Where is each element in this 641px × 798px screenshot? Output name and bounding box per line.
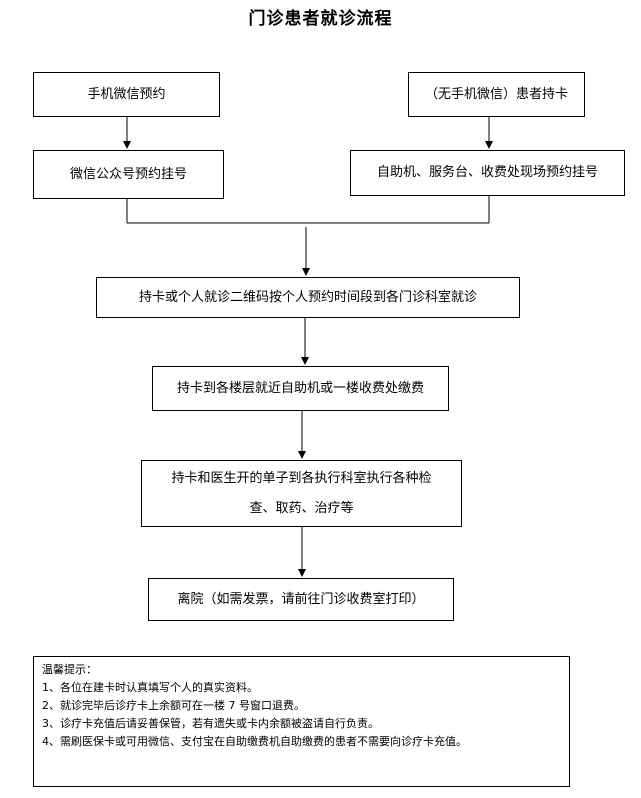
visit-department-label: 持卡或个人就诊二维码按个人预约时间段到各门诊科室就诊 [138, 289, 477, 305]
wechat-appointment-box: 手机微信预约 [33, 72, 220, 117]
page-title: 门诊患者就诊流程 [248, 9, 393, 29]
tips-heading: 温馨提示： [42, 663, 97, 676]
onsite-register-label: 自助机、服务台、收费处现场预约挂号 [376, 165, 598, 180]
exam-label-line1: 持卡和医生开的单子到各执行科室执行各种检 [171, 470, 432, 486]
exam-label-line2: 查、取药、治疗等 [249, 500, 354, 516]
onsite-register-box: 自助机、服务台、收费处现场预约挂号 [350, 150, 625, 196]
card-holder-box: （无手机微信）患者持卡 [408, 72, 585, 117]
tips-item: 2、就诊完毕后诊疗卡上余额可在一楼 7 号窗口退费。 [42, 699, 305, 712]
leave-label: 离院（如需发票，请前往门诊收费室打印） [177, 591, 425, 607]
wechat-register-box: 微信公众号预约挂号 [33, 150, 224, 199]
wechat-register-label: 微信公众号预约挂号 [69, 166, 187, 182]
leave-box: 离院（如需发票，请前往门诊收费室打印） [148, 578, 454, 621]
tips-panel: 温馨提示： 1、各位在建卡时认真填写个人的真实资料。 2、就诊完毕后诊疗卡上余额… [33, 656, 570, 787]
wechat-appointment-label: 手机微信预约 [87, 86, 166, 102]
tips-item: 1、各位在建卡时认真填写个人的真实资料。 [42, 681, 258, 694]
visit-department-box: 持卡或个人就诊二维码按个人预约时间段到各门诊科室就诊 [96, 277, 520, 318]
tips-item: 4、需刷医保卡或可用微信、支付宝在自助缴费机自助缴费的患者不需要向诊疗卡充值。 [42, 735, 467, 748]
payment-label: 持卡到各楼层就近自助机或一楼收费处缴费 [176, 380, 424, 396]
tips-item: 3、诊疗卡充值后请妥善保管，若有遗失或卡内余额被盗请自行负责。 [42, 717, 379, 730]
payment-box: 持卡到各楼层就近自助机或一楼收费处缴费 [152, 366, 449, 411]
exam-box: 持卡和医生开的单子到各执行科室执行各种检 查、取药、治疗等 [141, 460, 462, 527]
card-holder-label: （无手机微信）患者持卡 [424, 86, 568, 102]
